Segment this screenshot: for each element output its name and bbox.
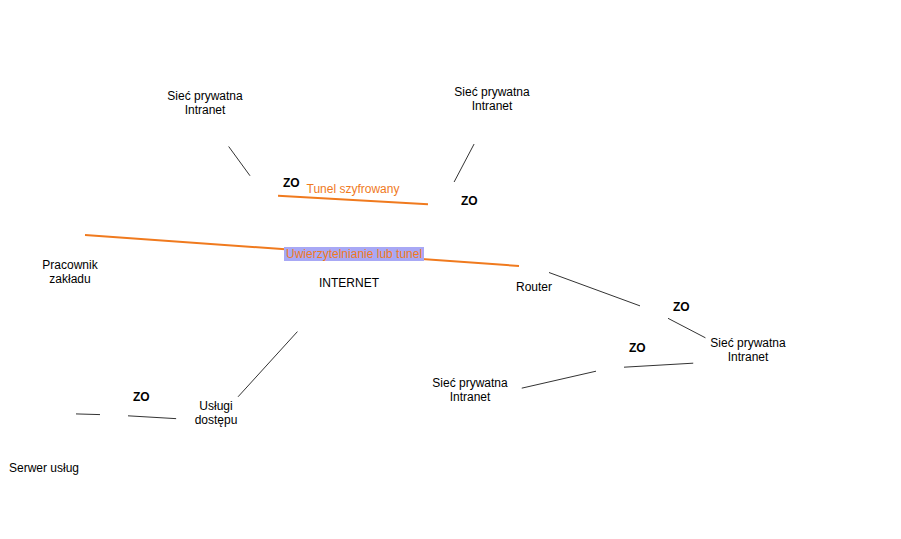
network-link bbox=[128, 416, 176, 419]
firewall-icon-outline bbox=[250, 172, 278, 218]
network-label: Sieć prywatna Intranet bbox=[449, 85, 535, 113]
firewall-icon: ZO bbox=[428, 182, 456, 228]
tunnel-line bbox=[85, 235, 519, 266]
server-label: Serwer usług bbox=[4, 461, 84, 475]
firewall-icon: ZO bbox=[100, 392, 128, 438]
tunnel-line bbox=[278, 196, 428, 204]
firewall-icon: ZO bbox=[640, 288, 668, 334]
network-link bbox=[76, 413, 100, 415]
network-link bbox=[624, 363, 693, 367]
router-icon-outline bbox=[519, 257, 549, 277]
firewall-label: ZO bbox=[283, 176, 300, 190]
firewall-label: ZO bbox=[673, 300, 690, 314]
employee-icon: Pracownik zakładu bbox=[55, 213, 85, 255]
network-link bbox=[238, 332, 297, 397]
workstations bbox=[101, 15, 876, 523]
lan-wires bbox=[122, 35, 858, 505]
network-link bbox=[668, 318, 705, 338]
network-label: Sieć prywatna Intranet bbox=[162, 89, 248, 117]
firewall-icon: ZO bbox=[250, 172, 278, 218]
intranet-cylinder: Sieć prywatna Intranet bbox=[150, 78, 260, 150]
employee-icon-outline bbox=[55, 213, 85, 255]
intranet-cylinder: Sieć prywatna Intranet bbox=[415, 365, 525, 435]
cloud-label: INTERNET bbox=[319, 276, 379, 290]
network-link bbox=[549, 273, 640, 306]
network-label: Sieć prywatna Intranet bbox=[705, 336, 791, 364]
network-link bbox=[522, 371, 596, 388]
internet-cloud: INTERNET bbox=[246, 200, 452, 350]
server-icon-outline bbox=[12, 368, 76, 458]
link-label: Tunel szyfrowany bbox=[305, 182, 402, 196]
network-link bbox=[454, 144, 474, 182]
firewall-icon: ZO bbox=[596, 345, 624, 391]
firewall-icon-outline bbox=[596, 345, 624, 391]
firewall-label: ZO bbox=[629, 341, 646, 355]
router-label: Router bbox=[504, 280, 564, 294]
router-icon: Router bbox=[519, 257, 549, 277]
network-label: Usługi dostępu bbox=[189, 399, 243, 427]
link-label: Uwierzytelnianie lub tunel bbox=[284, 247, 424, 261]
server-icon: Serwer usług bbox=[12, 368, 76, 458]
firewall-icon-outline bbox=[428, 182, 456, 228]
firewall-label: ZO bbox=[461, 194, 478, 208]
firewall-label: ZO bbox=[133, 390, 150, 404]
intranet-cylinder: Sieć prywatna Intranet bbox=[693, 325, 803, 395]
intranet-cylinder: Usługi dostępu bbox=[176, 392, 256, 450]
internet-cloud-outline bbox=[246, 200, 452, 350]
firewall-icon-outline bbox=[100, 392, 128, 438]
person-label: Pracownik zakładu bbox=[32, 258, 108, 286]
network-link bbox=[229, 146, 250, 175]
firewall-icon-outline bbox=[640, 288, 668, 334]
network-label: Sieć prywatna Intranet bbox=[427, 376, 513, 404]
intranet-cylinder: Sieć prywatna Intranet bbox=[437, 74, 547, 146]
